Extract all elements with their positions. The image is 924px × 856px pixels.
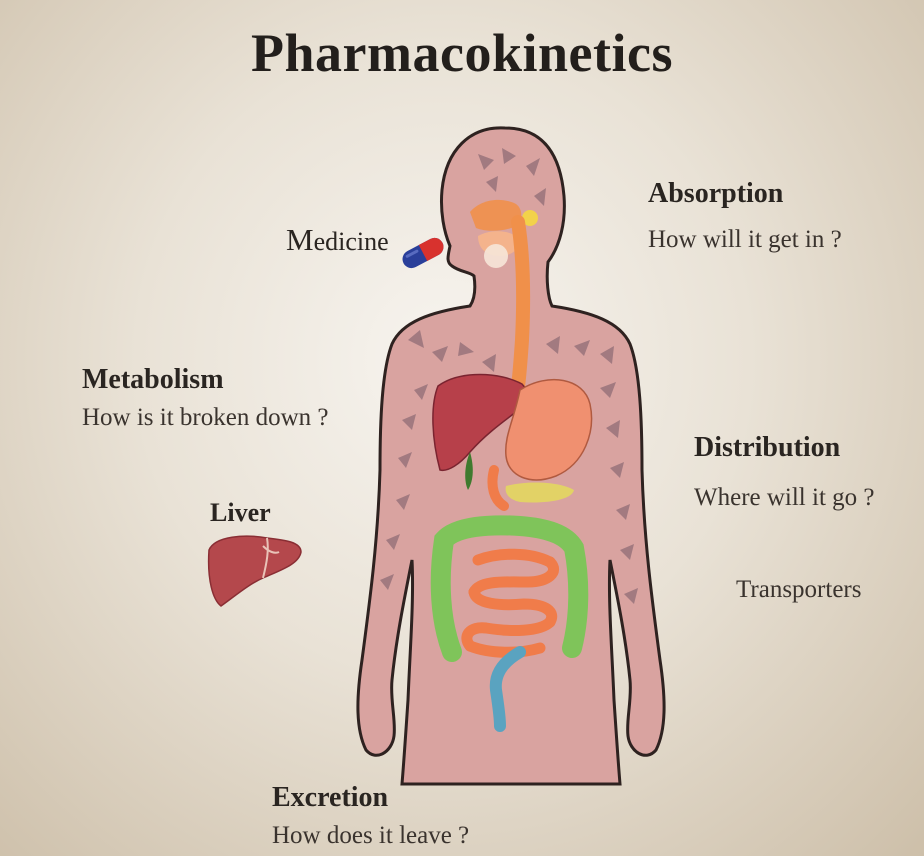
distribution-question: Where will it go ? [694, 484, 875, 512]
distribution-heading: Distribution [694, 432, 840, 464]
esophagus [516, 222, 523, 400]
metabolism-heading: Metabolism [82, 364, 224, 396]
excretion-question: How does it leave ? [272, 822, 469, 850]
excretion-heading: Excretion [272, 782, 388, 814]
absorption-question: How will it get in ? [648, 226, 842, 254]
transporters-label: Transporters [736, 576, 861, 604]
liver-label: Liver [210, 498, 271, 528]
absorption-heading: Absorption [648, 178, 783, 210]
metabolism-question: How is it broken down ? [82, 404, 329, 432]
capsule-icon [398, 234, 448, 272]
medicine-label: Medicine [286, 222, 389, 258]
liver-icon [205, 530, 305, 610]
